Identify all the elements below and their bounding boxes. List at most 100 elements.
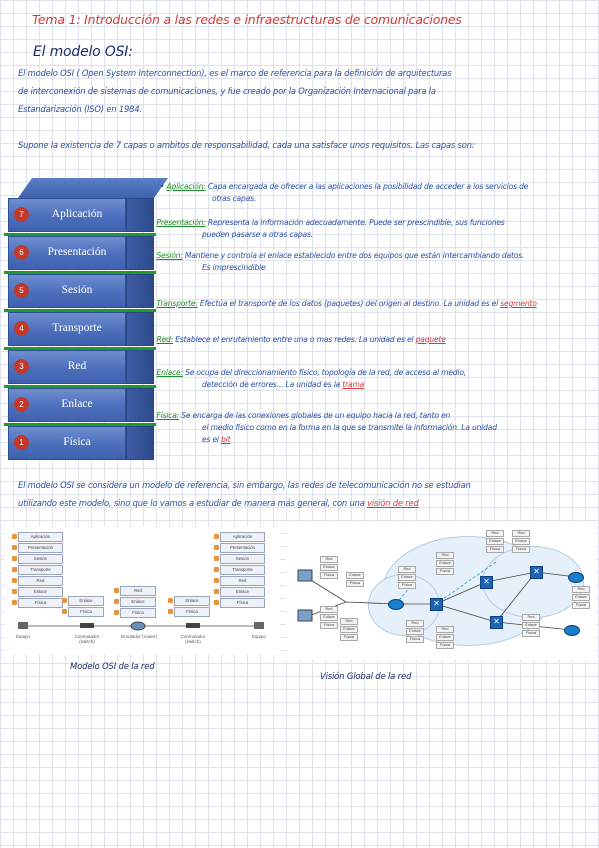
stack-cell: Aplicación: [12, 532, 63, 542]
layer-number: 5: [14, 283, 29, 298]
layer-name: Aplicación: [51, 208, 103, 220]
switch-icon: [186, 623, 200, 628]
intro-line-3: Estandarización (ISO) en 1984.: [18, 104, 142, 114]
switch-icon: ✕: [490, 616, 503, 629]
layer-side: [126, 236, 154, 270]
term: Sesión:: [156, 251, 183, 260]
term: Presentación:: [156, 218, 206, 227]
stack-cell: Presentación: [214, 543, 265, 553]
computer-icon: [18, 622, 28, 629]
intro-line-1: El modelo OSI ( Open System Interconnect…: [18, 68, 452, 78]
conclusion-highlight: visión de red: [367, 498, 419, 508]
desc-text: Mantiene y controla el enlace establecid…: [184, 251, 525, 260]
layer-1: 1 Física: [8, 426, 126, 460]
device-label: Conmutador (switch): [180, 634, 206, 644]
layer-side: [126, 388, 154, 422]
desc-red: • Red: Establece el enrutamiento entre u…: [150, 335, 446, 344]
layer-side: [126, 312, 154, 346]
conclusion-line-1: El modelo OSI se considera un modelo de …: [18, 480, 471, 490]
layer-side: [126, 274, 154, 308]
page-title: Tema 1: Introducción a las redes e infra…: [32, 12, 462, 27]
intro-line-2: de interconexión de sistemas de comunica…: [18, 86, 436, 96]
stack-cell: Sesión: [214, 554, 265, 564]
layer-name: Sesión: [61, 284, 93, 296]
conclusion-text: utilizando este modelo, sino que lo vamo…: [18, 498, 365, 508]
layer-number: 6: [14, 245, 29, 260]
section-heading: El modelo OSI:: [33, 44, 133, 60]
router-stack: Red Enlace Física: [114, 586, 156, 619]
conclusion-line-2: utilizando este modelo, sino que lo vamo…: [18, 494, 419, 512]
stack-cell: Red: [12, 576, 63, 586]
desc-text: el medio físico como en la forma en la q…: [202, 423, 497, 432]
switch-icon: [80, 623, 94, 628]
host-stack-left: Aplicación Presentación Sesión Transport…: [12, 532, 63, 609]
desc-text: Se ocupa del direccionamiento físico, to…: [185, 368, 466, 377]
switch-stack-left: Enlace Física: [62, 596, 104, 618]
layer-side: [126, 198, 154, 232]
host-stack-right: Aplicación Presentación Sesión Transport…: [214, 532, 265, 609]
layer-side: [126, 350, 154, 384]
unit: paquete: [415, 335, 446, 344]
figure-left-caption: Modelo OSI de la red: [70, 662, 155, 672]
layer-side: [126, 426, 154, 460]
layer-separator: [4, 309, 156, 312]
stack-cell: Enlace: [62, 596, 104, 606]
desc-text: pueden pasarse a otras capas.: [202, 230, 313, 239]
stack-cell: Transporte: [12, 565, 63, 575]
layer-name: Enlace: [61, 398, 93, 410]
router-icon: [564, 625, 580, 636]
computer-icon: [297, 569, 313, 582]
stack-cell: Física: [114, 608, 156, 618]
desc-fisica: • Física: Se encarga de las conexiones g…: [150, 411, 497, 444]
switch-icon: ✕: [480, 576, 493, 589]
layers-intro: Supone la existencia de 7 capas o ambito…: [18, 140, 475, 150]
computer-icon: [254, 622, 264, 629]
layer-separator: [4, 271, 156, 274]
stack-cell: Red: [214, 576, 265, 586]
layer-number: 7: [14, 207, 29, 222]
layer-separator: [4, 385, 156, 388]
device-label: Equipo: [15, 634, 30, 639]
layer-name: Física: [63, 436, 91, 448]
stack-cell: Física: [214, 598, 265, 608]
layer-separator: [4, 233, 156, 236]
switch-icon: ✕: [430, 598, 443, 611]
stack-cell: Física: [62, 607, 104, 617]
layer-number: 1: [14, 435, 29, 450]
stack-cell: Enlace: [214, 587, 265, 597]
stack-cell: Enlace: [168, 596, 210, 606]
term: Enlace:: [156, 368, 184, 377]
device-label: Conmutador (switch): [74, 634, 100, 644]
desc-text: Representa la información adecuadamente.…: [207, 218, 505, 227]
device-label: Enrutador (router): [121, 634, 157, 639]
desc-text: Efectúa el transporte de los datos (paqu…: [199, 299, 499, 308]
unit: trama: [342, 380, 365, 389]
desc-aplicacion: • Aplicación: Capa encargada de ofrecer …: [160, 182, 529, 203]
term: Aplicación:: [166, 182, 206, 191]
router-icon: [130, 621, 146, 631]
unit: segmento: [500, 299, 537, 308]
layer-name: Transporte: [52, 322, 102, 334]
switch-icon: ✕: [530, 566, 543, 579]
stack-cell: Enlace: [114, 597, 156, 607]
desc-text: detección de errores... La unidad es la: [202, 380, 341, 389]
desc-text: Establece el enrutamiento entre una o ma…: [175, 335, 414, 344]
figure-right-caption: Visión Global de la red: [320, 672, 412, 682]
desc-text: Se encarga de las conexiones globales de…: [181, 411, 451, 420]
router-icon: [388, 599, 404, 610]
desc-text: Capa encargada de ofrecer a las aplicaci…: [207, 182, 529, 191]
